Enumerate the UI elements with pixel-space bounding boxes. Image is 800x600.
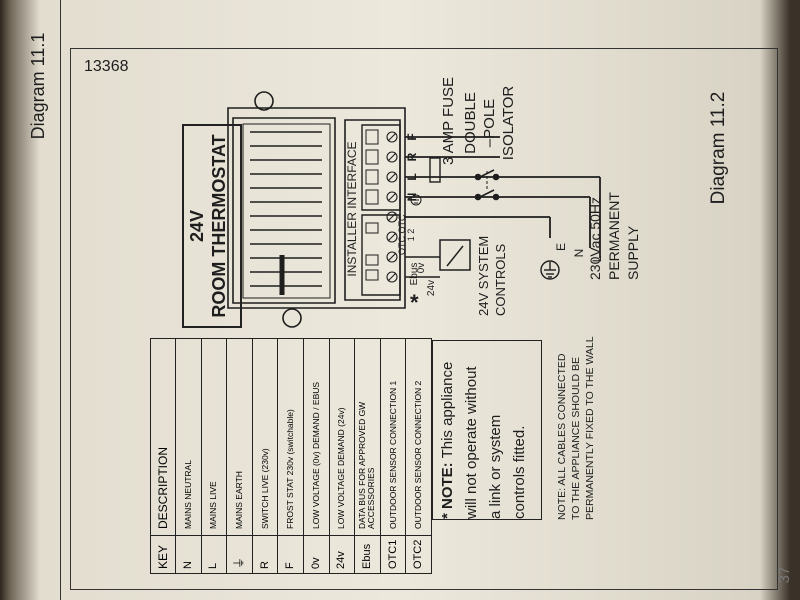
supply-letter-L: L	[590, 255, 604, 263]
mounting-hole-top	[254, 91, 274, 111]
wall-note: NOTE: ALL CABLES CONNECTED TO THE APPLIA…	[555, 330, 601, 520]
key-cell: Ebus	[355, 535, 380, 573]
terminal-letter-L: L	[405, 173, 419, 181]
key-cell: OTC2	[406, 535, 431, 573]
board-outline	[227, 107, 406, 309]
description-header: DESCRIPTION	[156, 446, 170, 529]
description-cell: DATA BUS FOR APPROVED GW ACCESSORIES	[357, 401, 377, 529]
system-controls-line1: 24V SYSTEM	[476, 235, 491, 316]
terminal-letter-R: R	[405, 152, 419, 162]
description-cell: LOW VOLTAGE (0v) DEMAND / EBUS	[310, 381, 321, 529]
earth-symbol	[540, 260, 560, 280]
key-header: KEY	[151, 535, 175, 573]
key-table: KEY DESCRIPTION N MAINS NEUTRAL L MAINS LIVE ⏚…	[150, 338, 432, 574]
note-line1: This appliance	[439, 361, 456, 459]
system-controls-label: 24V SYSTEM CONTROLS	[475, 236, 515, 316]
v24-label: 24v	[426, 279, 437, 297]
wall-note-line2: TO THE APPLIANCE SHOULD BE	[570, 357, 582, 520]
description-cell: MAINS NEUTRAL	[182, 460, 193, 529]
key-table-header-row: KEY DESCRIPTION	[151, 339, 176, 573]
low-voltage-terminal-block	[361, 214, 401, 296]
fuse	[429, 157, 441, 183]
installer-interface-block	[344, 119, 401, 301]
supply-letter-N: N	[572, 248, 586, 258]
isolator-line3: ISOLATOR	[500, 85, 517, 161]
description-cell: OUTDOOR SENSOR CONNECTION 1	[387, 380, 398, 529]
description-cell: FROST STAT 230v (switchable)	[285, 409, 296, 529]
key-cell: L	[201, 535, 227, 573]
isolator-label: DOUBLE –POLE ISOLATOR	[461, 73, 519, 173]
key-cell: F	[278, 535, 303, 573]
otc-label-line2: 1 2	[406, 228, 416, 242]
note-line4: controls fitted.	[511, 425, 528, 519]
otc-label: OTC OTC 1 2	[397, 215, 418, 256]
thermostat-name: ROOM THERMOSTAT	[209, 134, 229, 318]
fuse-label: 3 AMP FUSE	[440, 76, 457, 166]
description-cell: SWITCH LIVE (230v)	[259, 448, 270, 529]
terminal-letter-N: N	[405, 192, 419, 202]
key-table-wrap: KEY DESCRIPTION N MAINS NEUTRAL L MAINS LIVE ⏚…	[150, 338, 432, 574]
description-cell: LOW VOLTAGE DEMAND (24v)	[336, 407, 347, 529]
mounting-hole-bottom	[282, 308, 302, 328]
key-table-row: Ebus DATA BUS FOR APPROVED GW ACCESSORIES	[355, 339, 381, 573]
key-cell: OTC1	[380, 535, 406, 573]
supply-terminal-cells	[365, 129, 379, 205]
description-cell: MAINS EARTH	[233, 471, 244, 529]
terminal-letter-F: F	[405, 133, 419, 141]
key-table-row: N MAINS NEUTRAL	[176, 339, 202, 573]
description-cell: OUTDOOR SENSOR CONNECTION 2	[413, 380, 424, 529]
supply-terminal-strip	[361, 124, 401, 211]
isolator-line2: –POLE	[481, 98, 498, 148]
interface-earth-symbol	[410, 194, 422, 206]
key-table-row: L MAINS LIVE	[201, 339, 228, 573]
thermostat-fins	[250, 131, 322, 287]
system-controls-link	[405, 239, 471, 278]
supply-letter-E: E	[554, 243, 568, 252]
figure-code: 13368	[84, 58, 129, 75]
note-box	[432, 340, 542, 520]
key-cell: N	[176, 535, 201, 573]
description-cell: MAINS LIVE	[208, 481, 219, 529]
wall-note-line1: NOTE: ALL CABLES CONNECTED	[556, 353, 568, 521]
key-cell: ⏚	[227, 535, 252, 573]
ov-label: 0v	[416, 262, 427, 274]
low-voltage-cells	[365, 222, 379, 281]
note-prefix: * NOTE:	[439, 462, 456, 519]
terminal-screws	[386, 131, 398, 283]
key-table-row: OTC2 OUTDOOR SENSOR CONNECTION 2	[406, 339, 431, 573]
thermostat-voltage: 24V	[187, 209, 207, 243]
interface-asterisk: *	[410, 290, 419, 315]
diagram-frame	[70, 48, 778, 590]
key-table-row: OTC1 OUTDOOR SENSOR CONNECTION 1	[380, 339, 407, 573]
note-line2: will not operate without	[463, 366, 480, 519]
key-cell: 0v	[303, 535, 329, 573]
thermostat-body	[232, 117, 336, 304]
note-line3: a link or system	[487, 414, 504, 519]
previous-diagram-strip	[28, 0, 61, 600]
key-cell: 24v	[329, 535, 355, 573]
key-cell: R	[252, 535, 278, 573]
supply-line3: SUPPLY	[625, 225, 641, 280]
key-table-row: 0v LOW VOLTAGE (0v) DEMAND / EBUS	[303, 339, 330, 573]
key-table-row: F FROST STAT 230v (switchable)	[278, 339, 304, 573]
isolator-switches	[474, 169, 500, 201]
earth-icon: ⏚	[231, 556, 246, 569]
wall-note-line3: PERMANENTLY FIXED TO THE WALL	[584, 336, 596, 520]
key-table-row: 24v LOW VOLTAGE DEMAND (24v)	[329, 339, 356, 573]
supply-drop-wires	[549, 177, 601, 258]
key-table-body: KEY DESCRIPTION N MAINS NEUTRAL L MAINS LIVE ⏚…	[151, 339, 431, 573]
system-controls-line2: CONTROLS	[493, 243, 508, 316]
note-text: * NOTE: This appliance will not operate …	[436, 341, 536, 519]
thermostat-title: 24V ROOM THERMOSTAT	[182, 124, 242, 328]
supply-line2: PERMANENT	[606, 192, 622, 280]
key-table-row: ⏚ MAINS EARTH	[227, 339, 253, 573]
installer-interface-title: INSTALLER INTERFACE	[345, 141, 359, 277]
isolator-line1: DOUBLE	[462, 92, 479, 154]
key-table-row: R SWITCH LIVE (230v)	[252, 339, 279, 573]
